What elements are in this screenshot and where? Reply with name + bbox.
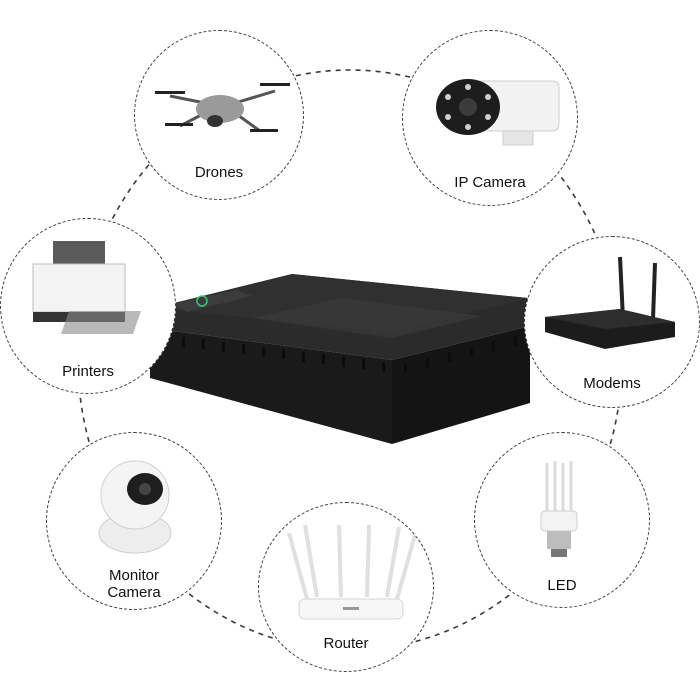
bubble-drones: Drones — [134, 30, 304, 200]
mini-ups-device — [150, 274, 530, 444]
monitor-camera-icon — [98, 460, 172, 554]
caption-modems: Modems — [583, 375, 641, 392]
ip-camera-icon — [436, 79, 560, 146]
drone-icon — [155, 83, 290, 133]
caption-monitor-camera-line2: Camera — [107, 584, 161, 601]
bubble-monitor-camera: Monitor Camera — [46, 432, 222, 610]
caption-led: LED — [547, 577, 577, 594]
caption-drones: Drones — [194, 164, 244, 181]
caption-printers: Printers — [62, 363, 114, 380]
router-icon — [287, 524, 417, 620]
bubble-led: LED — [474, 432, 650, 608]
bubble-router: Router — [258, 502, 434, 672]
bubble-printers: Printers — [0, 218, 176, 394]
caption-router: Router — [323, 635, 369, 652]
caption-ip-camera: IP Camera — [454, 174, 526, 191]
bubble-ip-camera: IP Camera — [402, 30, 578, 206]
bubble-modems: Modems — [524, 236, 700, 408]
printer-icon — [32, 241, 141, 334]
led-bulb-icon — [540, 461, 578, 557]
caption-monitor-camera-line1: Monitor — [108, 567, 160, 584]
modem-icon — [545, 256, 675, 349]
caption-monitor-camera: Monitor Camera — [47, 567, 221, 601]
